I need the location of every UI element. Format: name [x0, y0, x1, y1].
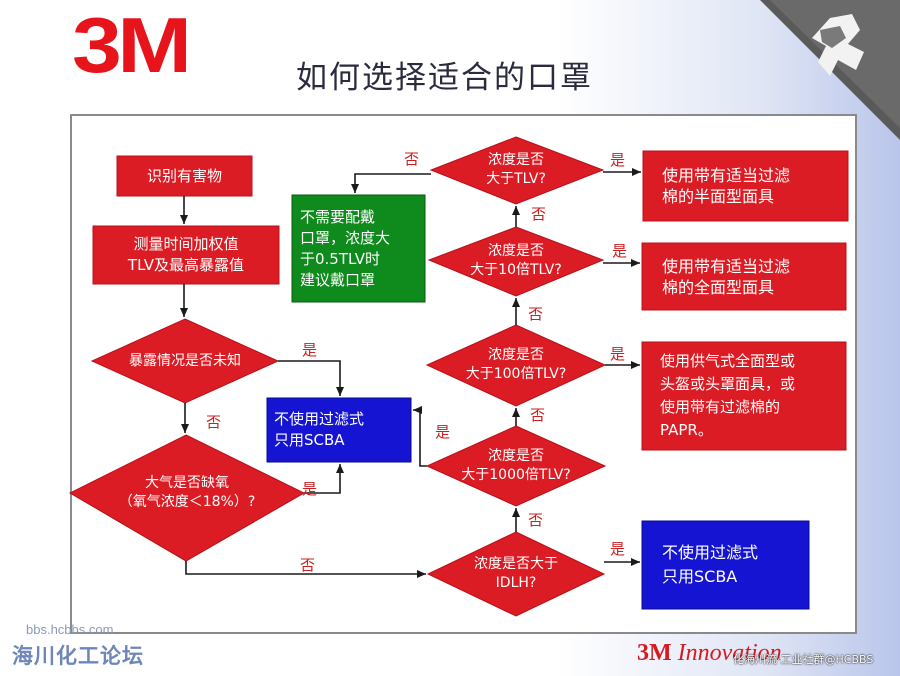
- node-q-1000tlv-label: 浓度是否 大于1000倍TLV?: [461, 448, 571, 483]
- label-no-oxygen: 否: [300, 556, 316, 574]
- label-yes-oxygen: 是: [302, 480, 318, 498]
- node-unknown-label: 暴露情况是否未知: [129, 352, 241, 369]
- footer-brand-3m: 3M: [637, 640, 672, 666]
- node-oxygen-label: 大气是否缺氧 （氧气浓度＜18%）?: [118, 475, 256, 510]
- node-r-full: [641, 242, 847, 311]
- node-measure-label: 测量时间加权值 TLV及最高暴露值: [127, 235, 245, 274]
- node-q-tlv-label: 浓度是否 大于TLV?: [486, 152, 546, 187]
- node-identify: [116, 155, 253, 197]
- label-yes-100: 是: [610, 345, 626, 363]
- label-no-10: 否: [531, 205, 547, 223]
- node-r-full-label: 使用带有适当过滤 棉的全面型面具: [662, 256, 791, 297]
- label-no-idlh: 否: [528, 511, 544, 529]
- label-no-1000: 否: [530, 406, 546, 424]
- watermark-url: bbs.hcbbs.com: [26, 622, 114, 637]
- edge-1000-scba: [413, 406, 427, 467]
- node-r-papr-label: 使用供气式全面型或 头盔或头罩面具，或 使用带有过滤棉的 PAPR。: [660, 352, 796, 439]
- corner-emblem-icon: [760, 0, 900, 140]
- footer-brand-tail: Innovation: [677, 640, 782, 666]
- node-r-half-label: 使用带有适当过滤 棉的半面型面具: [662, 166, 791, 206]
- label-yes-tlv: 是: [610, 151, 626, 169]
- node-r-half: [642, 150, 849, 222]
- node-q-1000tlv: [425, 425, 607, 507]
- node-scba-mid-label: 不使用过滤式 只用SCBA: [274, 410, 365, 449]
- node-q-idlh: [426, 531, 606, 617]
- edge-oxygen-idlh: [185, 561, 426, 578]
- node-scba-mid: [266, 397, 412, 463]
- edge-tlv-noneed: [351, 173, 431, 193]
- node-q-100tlv: [425, 324, 607, 407]
- label-no-tlv: 否: [404, 150, 420, 168]
- node-q-idlh-label: 浓度是否大于 IDLH?: [474, 556, 558, 591]
- node-q-100tlv-label: 浓度是否 大于100倍TLV?: [465, 347, 567, 382]
- watermark-site: 海川化工论坛: [12, 644, 144, 668]
- node-identify-label: 识别有害物: [146, 166, 222, 185]
- node-no-need: [291, 194, 426, 303]
- node-no-need-label: 不需要配戴 口罩，浓度大 于0.5TLV时 建议戴口罩: [300, 207, 391, 289]
- node-measure: [92, 225, 280, 285]
- label-no-unknown: 否: [206, 413, 222, 431]
- edge-oxygen-scba: [304, 464, 344, 494]
- node-r-papr: [641, 341, 847, 451]
- watermark-right: 化海川流·工业社群@HCBBS: [733, 653, 874, 666]
- label-yes-10: 是: [612, 242, 628, 260]
- node-r-scba: [641, 520, 810, 610]
- label-yes-1000: 是: [435, 423, 451, 441]
- node-r-scba-label: 不使用过滤式 只用SCBA: [662, 543, 759, 586]
- edge-unknown-scba: [278, 360, 344, 396]
- 3m-logo: 3M: [72, 1, 192, 89]
- label-yes-unknown: 是: [302, 341, 318, 359]
- node-q-10tlv: [427, 226, 605, 297]
- label-no-100: 否: [528, 305, 544, 323]
- node-q-tlv: [429, 136, 605, 205]
- label-yes-idlh: 是: [610, 540, 626, 558]
- page-title: 如何选择适合的口罩: [296, 60, 593, 96]
- node-q-10tlv-label: 浓度是否 大于10倍TLV?: [470, 243, 562, 278]
